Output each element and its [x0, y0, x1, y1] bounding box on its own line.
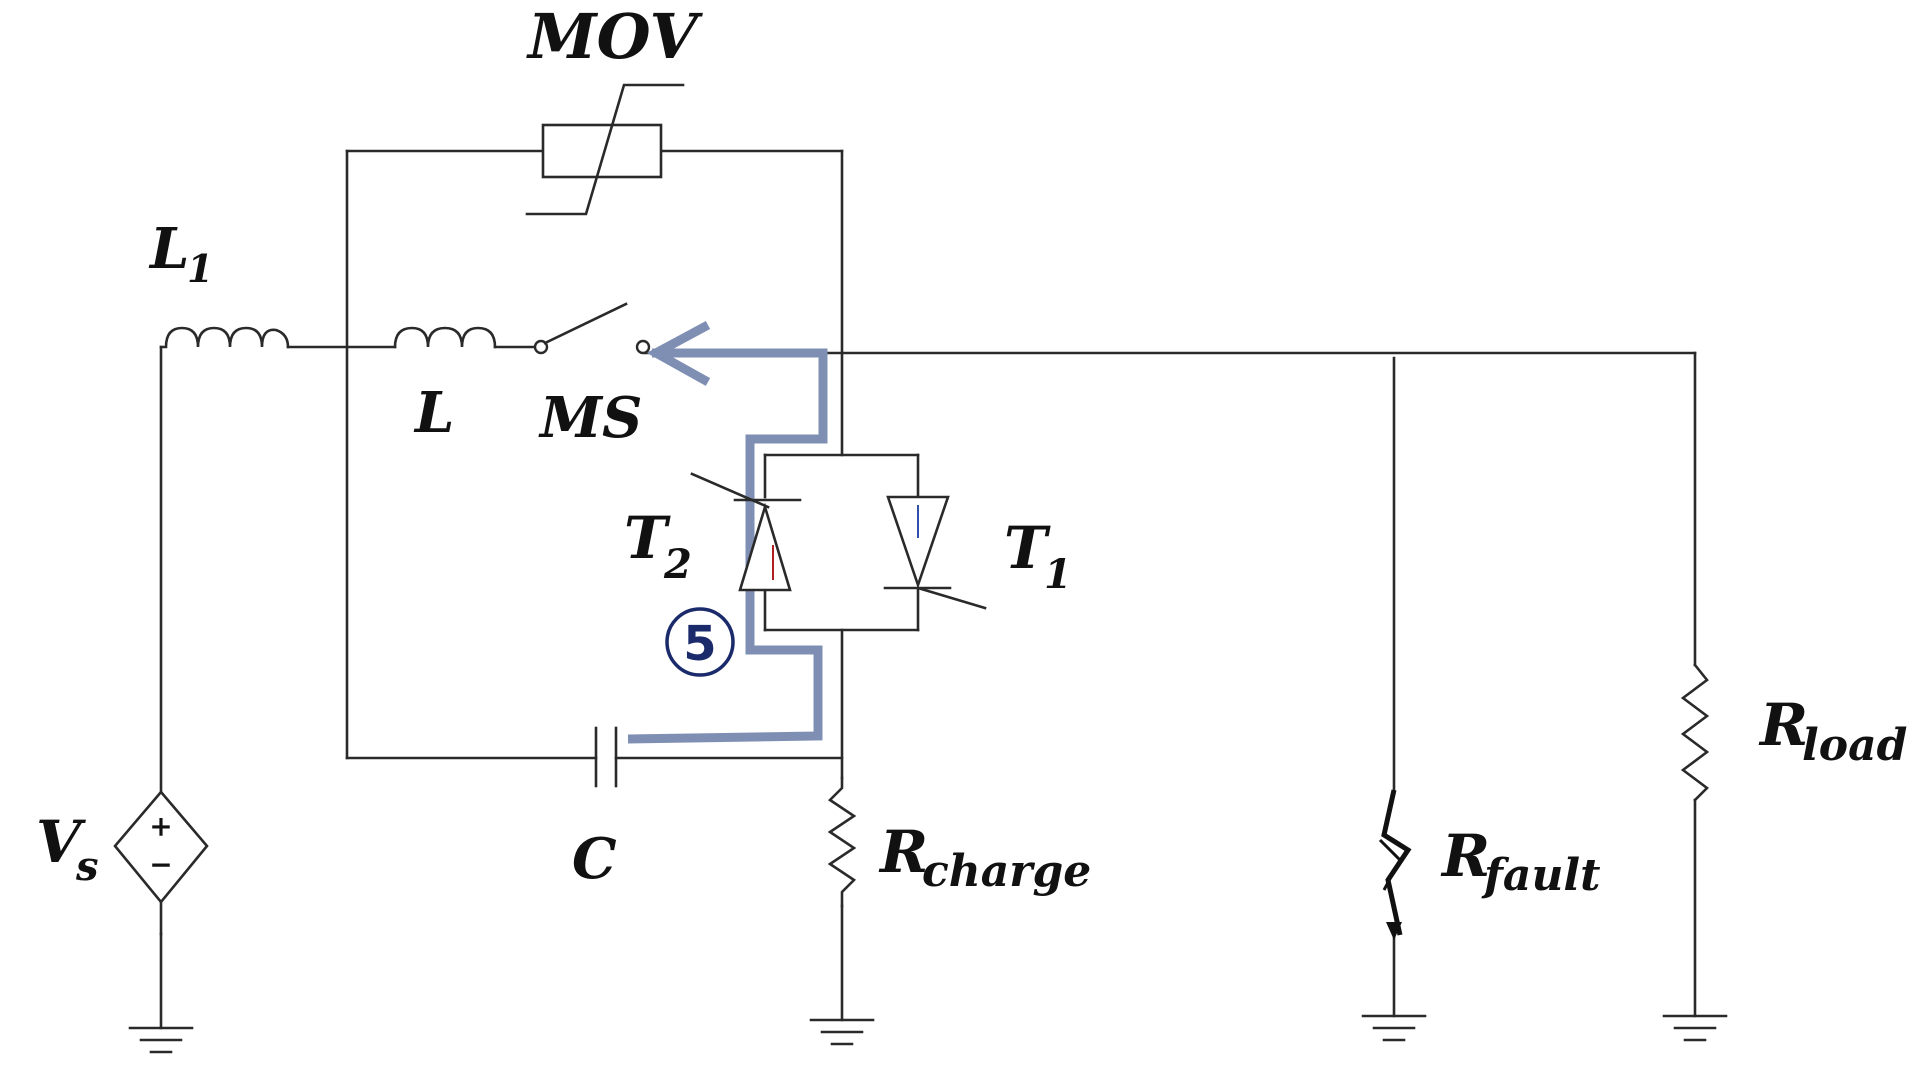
fault-rfault [1378, 789, 1412, 940]
dependent-voltage-source-icon [113, 789, 209, 905]
inductor-l1 [159, 326, 290, 349]
switch-icon [533, 339, 549, 355]
label-rfault: R [1440, 822, 1490, 890]
ground-icon [809, 1018, 875, 1046]
label-mov: MOV [526, 0, 704, 73]
resistor-icon [827, 776, 857, 908]
label-l: L [413, 380, 454, 446]
minus-sign: − [149, 848, 172, 881]
label-rload: R [1758, 691, 1808, 759]
wires [159, 149, 1697, 1030]
thyristor-t2 [690, 472, 802, 592]
label-ms: MS [538, 385, 642, 451]
resistor-rcharge [827, 776, 857, 908]
mov-varistor [525, 83, 685, 216]
thyristor-t1 [883, 495, 987, 610]
label-rcharge-sub: charge [922, 846, 1091, 897]
plus-sign: + [149, 810, 172, 843]
label-t1-sub: 1 [1044, 551, 1072, 598]
labels: MOV L 1 L MS T 2 T 1 V s C R charge R fa… [36, 0, 1907, 901]
varistor-icon [541, 123, 663, 179]
label-l1-sub: 1 [187, 246, 213, 291]
label-vs: V [36, 808, 86, 876]
inductor-l [393, 326, 497, 349]
label-t2: T [624, 504, 671, 572]
path-number: 5 [683, 616, 716, 672]
resistor-rload [1680, 663, 1710, 802]
inductor-icon [393, 326, 497, 349]
ground-vs [128, 1026, 194, 1054]
inductor-icon [159, 326, 290, 349]
label-t1: T [1004, 514, 1051, 582]
ground-icon [1662, 1014, 1728, 1042]
thyristor-icon [738, 502, 792, 592]
current-path-5 [627, 321, 828, 744]
label-rcharge: R [878, 818, 928, 886]
switch-ms [533, 302, 651, 355]
ground-rfault [1361, 1014, 1427, 1042]
label-c: C [572, 826, 617, 892]
ground-icon [1361, 1014, 1427, 1042]
ground-rload [1662, 1014, 1728, 1042]
label-rload-sub: load [1802, 720, 1907, 771]
ground-rcharge [809, 1018, 875, 1046]
path-marker-5: 5 [665, 607, 735, 677]
capacitor-c [594, 726, 618, 788]
ground-icon [128, 1026, 194, 1054]
resistor-icon [1680, 663, 1710, 802]
label-vs-sub: s [75, 843, 99, 890]
label-l1: L [148, 216, 189, 282]
fault-icon [1381, 789, 1412, 936]
voltage-source-vs: + − [113, 789, 209, 936]
label-t2-sub: 2 [663, 541, 692, 588]
thyristor-icon [886, 495, 950, 590]
label-rfault-sub: fault [1481, 850, 1600, 901]
